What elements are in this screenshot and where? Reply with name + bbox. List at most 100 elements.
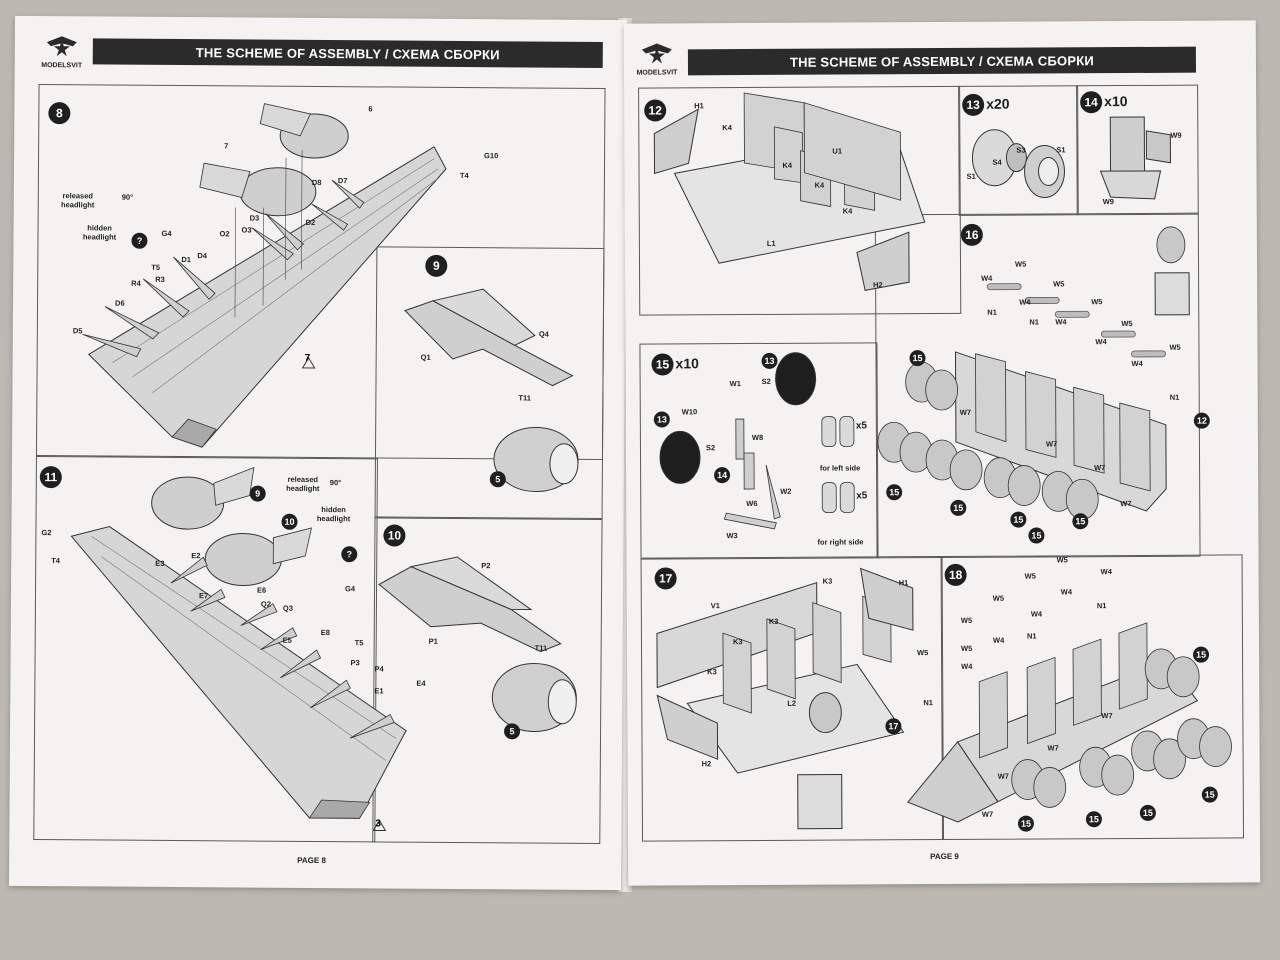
triangle-mark: 7 <box>304 352 311 364</box>
step-11-wing-drawing <box>70 466 407 831</box>
step-12-bay-drawing <box>653 92 926 291</box>
part-label: S1 <box>966 171 976 181</box>
part-label: 6 <box>368 104 373 114</box>
part-label: S3 <box>1016 145 1026 155</box>
page-8: MODELSVIT THE SCHEME OF ASSEMBLY / СХЕМА… <box>8 15 628 891</box>
ref-badge: 15 <box>1085 811 1102 828</box>
step-16-bogie-drawing <box>877 226 1190 520</box>
ref-badge: 13 <box>653 411 670 428</box>
part-label: E5 <box>282 635 292 645</box>
part-label: W7 <box>1045 439 1058 449</box>
part-label: W7 <box>1047 743 1059 753</box>
step-15-gear-drawing <box>659 352 855 530</box>
part-label: K4 <box>842 206 853 216</box>
part-label: T4 <box>459 170 469 181</box>
right-side-multiplier: x5 <box>856 490 868 502</box>
part-label: Q4 <box>538 329 549 339</box>
ref-badge: 5 <box>504 723 521 740</box>
step-9-pylon-drawing <box>404 288 579 493</box>
part-label: N1 <box>1029 317 1039 327</box>
part-label: D3 <box>249 213 260 223</box>
part-label: N1 <box>1026 631 1037 641</box>
ref-badge: 12 <box>1193 412 1210 429</box>
part-label: K4 <box>782 160 793 170</box>
part-label: K3 <box>707 667 717 677</box>
part-label: W4 <box>1019 297 1031 307</box>
step-10-pylon-drawing <box>378 556 577 733</box>
part-label: W2 <box>780 486 792 496</box>
part-label: P2 <box>481 561 491 571</box>
part-label: U1 <box>832 146 843 156</box>
released-headlight-note: released headlight <box>61 191 95 210</box>
ref-badge: 15 <box>886 484 903 501</box>
part-label: W7 <box>981 809 994 819</box>
part-label: G2 <box>41 528 52 538</box>
part-label: N1 <box>1169 392 1180 402</box>
part-label: E2 <box>191 551 201 561</box>
part-label: W4 <box>981 273 993 283</box>
part-label: W5 <box>960 643 973 653</box>
part-label: W4 <box>1060 587 1073 597</box>
part-label: D6 <box>115 298 125 308</box>
part-label: N1 <box>987 307 997 317</box>
ref-badge: 9 <box>249 485 266 502</box>
page-number: PAGE 8 <box>297 855 326 866</box>
part-label: D2 <box>305 217 316 227</box>
part-label: W4 <box>1100 567 1112 577</box>
part-label: D8 <box>311 177 322 188</box>
ref-badge: 17 <box>885 718 902 735</box>
ref-badge: 15 <box>1201 786 1218 803</box>
part-label: H1 <box>898 578 909 588</box>
part-label: W5 <box>1091 297 1103 307</box>
ref-badge: 15 <box>1139 804 1156 821</box>
part-label: O2 <box>219 229 230 239</box>
part-label: H2 <box>873 280 883 290</box>
part-label: W7 <box>1120 499 1132 509</box>
page-number: PAGE 9 <box>930 851 959 862</box>
part-label: D7 <box>337 176 348 186</box>
part-label: P1 <box>428 636 438 646</box>
part-label: Q1 <box>420 352 431 362</box>
part-label: W5 <box>1056 555 1068 565</box>
part-label: P3 <box>350 658 360 668</box>
part-label: W9 <box>1102 197 1114 207</box>
modelsvit-logo: MODELSVIT <box>37 34 87 72</box>
question-icon: ? <box>131 232 148 249</box>
step-13-wheel-drawing <box>971 129 1066 198</box>
part-label: W7 <box>1101 711 1113 721</box>
part-label: T5 <box>151 262 161 272</box>
part-label: S2 <box>705 443 716 453</box>
part-label: E1 <box>374 686 384 696</box>
part-label: K4 <box>722 123 732 133</box>
ref-badge: 15 <box>1193 646 1210 663</box>
part-label: T11 <box>534 643 548 653</box>
ref-badge: 13 <box>761 352 778 369</box>
part-label: 7 <box>224 141 229 151</box>
ref-badge: 15 <box>1028 527 1045 544</box>
left-side-note: for left side <box>819 463 861 473</box>
part-label: Q3 <box>282 603 293 613</box>
part-label: W8 <box>751 432 764 442</box>
part-label: W5 <box>917 648 929 658</box>
part-label: H1 <box>694 101 704 111</box>
part-label: K4 <box>814 180 825 190</box>
part-label: D4 <box>197 251 207 261</box>
part-label: E6 <box>257 585 267 595</box>
left-side-multiplier: x5 <box>855 420 868 432</box>
part-label: N1 <box>1096 601 1107 611</box>
part-label: K3 <box>822 576 833 586</box>
question-icon: ? <box>341 546 358 563</box>
part-label: E3 <box>155 558 165 568</box>
step-17-bay-drawing <box>656 567 914 830</box>
star-emblem-icon <box>641 43 672 64</box>
part-label: W5 <box>1053 279 1065 289</box>
part-label: W6 <box>746 498 758 509</box>
part-label: O3 <box>241 225 252 235</box>
ref-badge: 15 <box>1017 815 1034 832</box>
part-label: W5 <box>992 593 1005 603</box>
part-label: W7 <box>1094 463 1106 473</box>
part-label: W5 <box>1014 259 1027 269</box>
part-label: D5 <box>72 326 83 336</box>
part-label: E7 <box>198 591 209 601</box>
part-label: W10 <box>681 407 698 417</box>
